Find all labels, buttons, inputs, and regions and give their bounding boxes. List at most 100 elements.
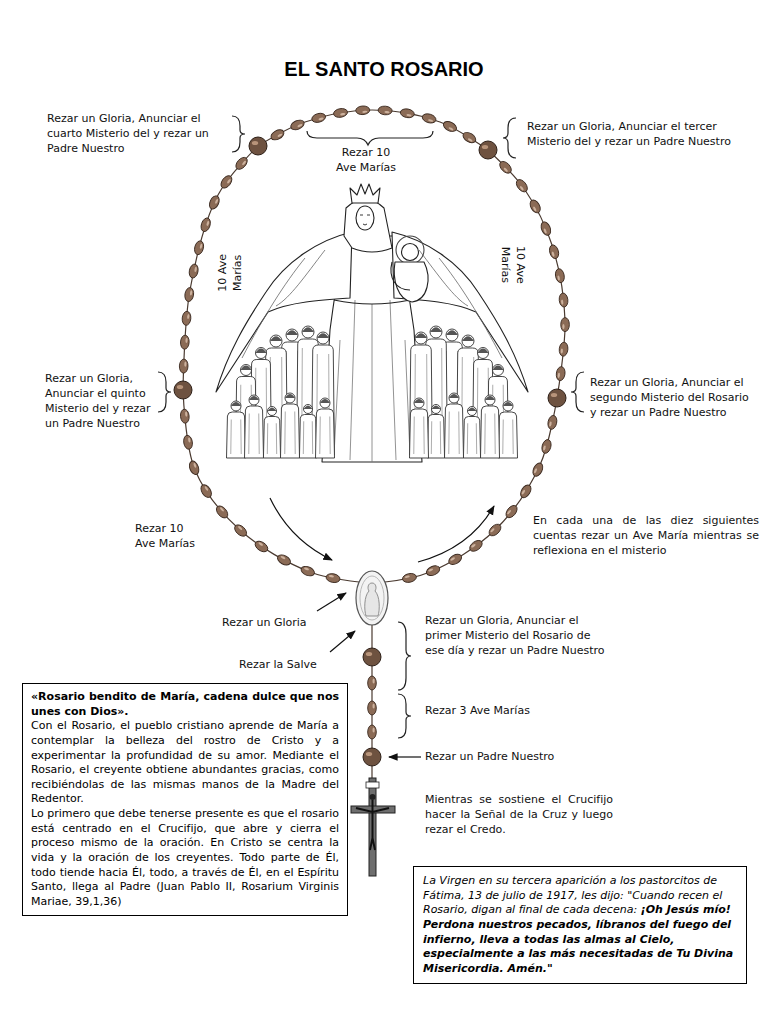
ave-bead-body — [561, 318, 570, 332]
curly-brace — [398, 622, 411, 690]
person-hair — [256, 349, 267, 353]
bead-shine — [560, 348, 563, 353]
corpus-body — [356, 800, 389, 850]
virgin-illustration — [216, 184, 528, 462]
bead-shine — [533, 468, 537, 474]
ave-bead-body — [559, 342, 569, 357]
ave-bead — [561, 318, 570, 332]
bead-shine — [187, 314, 190, 319]
padre-nuestro-bead — [249, 137, 267, 155]
curly-brace — [571, 372, 584, 412]
ave-bead — [559, 293, 569, 308]
bead-shine — [297, 124, 303, 128]
person-folds — [467, 423, 476, 454]
gown-folds — [334, 300, 410, 462]
bead-shine — [188, 437, 191, 442]
padre-nuestro-bead — [479, 141, 497, 159]
bead-shine — [373, 727, 375, 732]
instruction-label: Rezar un Gloria, Anunciar el primer Mist… — [425, 614, 607, 659]
bead-shine — [428, 568, 434, 572]
bead-shine — [219, 507, 224, 512]
rosary-beads — [174, 106, 569, 766]
person-hair — [241, 366, 252, 370]
person-head — [241, 365, 252, 376]
label-text: Rezar 10 Ave Marías — [333, 146, 399, 176]
direction-arrow — [270, 498, 332, 560]
ave-bead-body — [559, 293, 569, 308]
child-head — [402, 244, 419, 261]
ave-bead-body — [300, 565, 316, 578]
ave-bead-body — [547, 415, 558, 430]
ave-bead — [468, 538, 484, 553]
bead-shine — [318, 117, 324, 120]
ave-bead-body — [402, 572, 417, 583]
ave-bead-body — [548, 244, 560, 260]
person-hair — [432, 405, 441, 409]
person-hair — [446, 330, 458, 335]
ave-bead-body — [421, 112, 437, 124]
bead-shine — [340, 113, 346, 116]
ave-bead — [531, 461, 545, 477]
instruction-label: En cada una de las diez siguientes cuent… — [533, 514, 759, 559]
ave-bead-body — [400, 108, 415, 119]
person-head — [478, 348, 489, 359]
person-figure — [299, 405, 316, 459]
person-folds — [503, 420, 513, 455]
ave-bead-body — [180, 335, 189, 349]
instruction-label: Mientras se sostiene el Crucifijo hacer … — [425, 793, 613, 838]
bead-shine — [177, 385, 183, 389]
ave-bead — [447, 552, 463, 566]
ave-bead-body — [555, 366, 565, 381]
person-folds — [231, 420, 241, 455]
person-head — [503, 401, 513, 411]
ave-bead-body — [498, 159, 514, 175]
curly-brace — [503, 118, 516, 158]
bead-shine — [206, 221, 210, 227]
ave-bead-body — [180, 409, 190, 424]
person-figure — [263, 407, 280, 459]
ave-bead — [368, 676, 377, 690]
person-body — [427, 415, 444, 459]
bead-shine — [467, 138, 473, 143]
person-hair — [286, 330, 298, 335]
quote-box-fatima: La Virgen en su tercera aparición a los … — [413, 866, 747, 984]
person-hair — [249, 396, 259, 400]
person-figure — [281, 393, 300, 458]
person-head — [286, 329, 298, 341]
virgin-crown — [350, 184, 380, 203]
ave-bead — [487, 522, 503, 538]
ave-bead-body — [276, 553, 292, 567]
person-body — [410, 409, 429, 458]
person-body — [281, 404, 300, 458]
ave-bead — [289, 118, 305, 131]
ave-bead-body — [289, 118, 305, 131]
ave-bead — [504, 503, 519, 519]
person-folds — [267, 423, 276, 454]
person-hair — [285, 394, 295, 398]
instruction-label: 10 Ave Marías — [216, 243, 246, 303]
person-body — [227, 412, 246, 458]
box-body-text: Con el Rosario, el pueblo cristiano apre… — [31, 719, 339, 807]
person-folds — [414, 417, 424, 455]
person-body — [263, 417, 280, 459]
ave-bead-body — [468, 538, 484, 553]
padre-nuestro-bead-body — [249, 137, 267, 155]
ave-bead — [311, 112, 327, 124]
person-hair — [317, 333, 329, 338]
child-body — [394, 262, 428, 302]
bead-shine — [215, 198, 219, 204]
ave-bead — [421, 112, 437, 124]
bead-shine — [329, 575, 335, 578]
ave-bead-body — [234, 155, 250, 171]
person-head — [268, 407, 277, 416]
bead-shine — [549, 421, 552, 427]
bead-shine — [242, 160, 247, 165]
ave-bead — [188, 460, 201, 476]
bead-shine — [366, 652, 372, 656]
ave-bead — [180, 409, 190, 424]
person-figure — [499, 401, 518, 458]
person-hair — [493, 366, 504, 370]
ave-bead — [333, 108, 348, 119]
person-head — [302, 326, 314, 338]
